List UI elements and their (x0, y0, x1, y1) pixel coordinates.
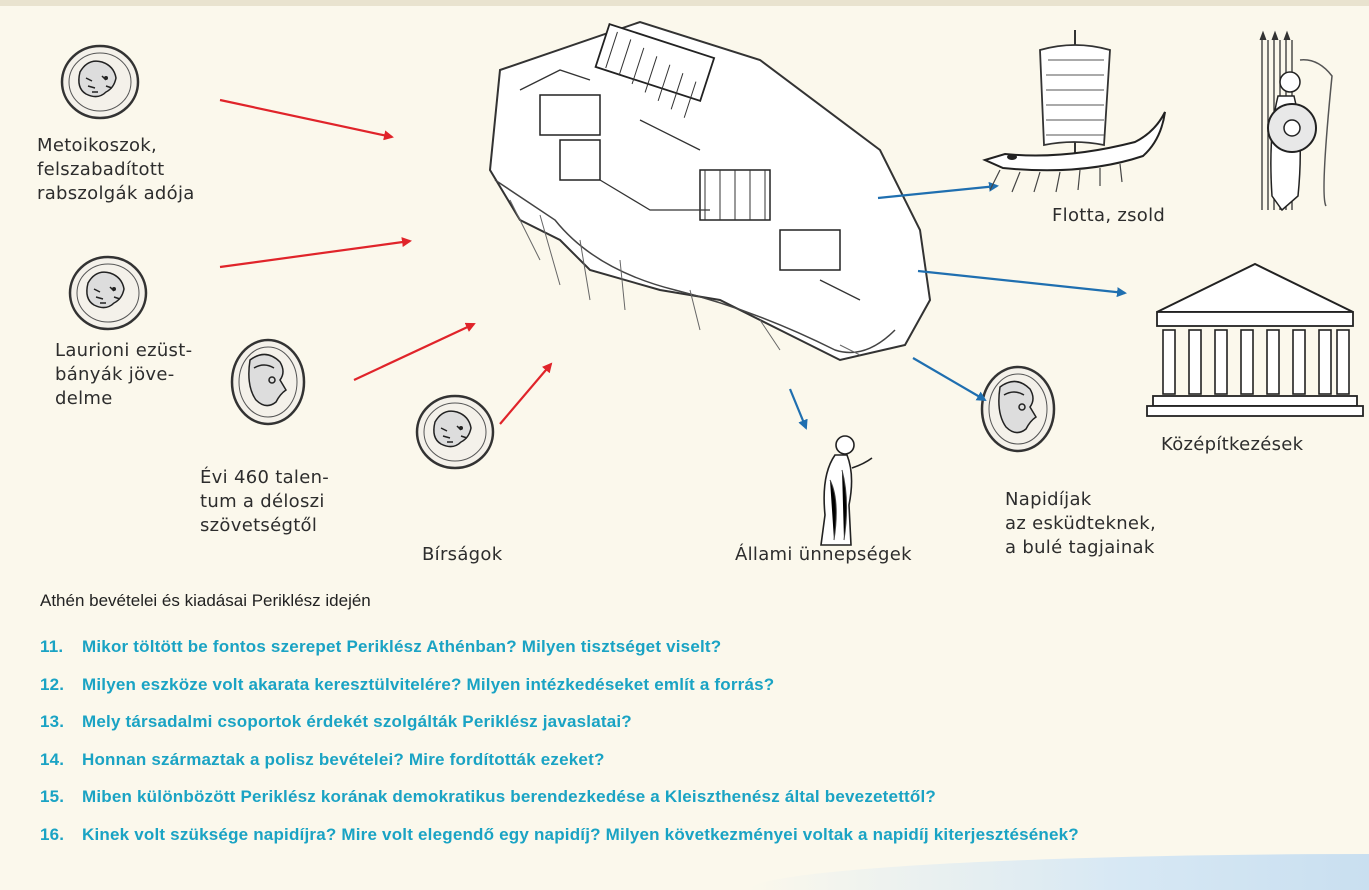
acropolis-illustration (488, 20, 932, 362)
label-line: rabszolgák adója (37, 183, 195, 204)
label-line: Laurioni ezüst- (55, 340, 193, 361)
label-line: delme (55, 388, 113, 409)
question-text: Honnan származtak a polisz bevételei? Mi… (82, 749, 605, 769)
question-text: Mikor töltött be fontos szerepet Periklé… (82, 637, 722, 656)
question-list: 11. Mikor töltött be fontos szerepet Peri… (40, 637, 1079, 863)
question-text: Miben különbözött Periklész korának demo… (82, 787, 937, 807)
coin-lion-icon (68, 255, 148, 331)
temple-illustration (1146, 262, 1364, 417)
question-item: 16. Kinek volt szüksége napidíjra? Mire v… (40, 825, 1079, 863)
trireme-ship-illustration (982, 30, 1166, 193)
question-item: 12. Milyen eszköze volt akarata keresztül… (40, 675, 1079, 713)
label-line: a bulé tagjainak (1005, 537, 1155, 558)
label-delosz: Évi 460 talen- tum a déloszi szövetségtő… (200, 466, 329, 538)
expense-arrows (788, 181, 1127, 430)
label-line: bányák jöve- (55, 364, 175, 385)
question-item: 15. Miben különbözött Periklész korának d… (40, 787, 1079, 825)
label-napidijak: Napidíjak az esküdteknek, a bulé tagjain… (1005, 488, 1156, 560)
question-number: 13. (40, 712, 65, 732)
question-text: Mely társadalmi csoportok érdekét szolgá… (82, 712, 632, 732)
label-flotta: Flotta, zsold (1052, 205, 1166, 226)
question-number: 12. (40, 674, 65, 694)
question-number: 15. (40, 787, 65, 807)
coin-athena-icon (980, 365, 1056, 453)
question-number: 14. (40, 749, 65, 769)
question-text: Kinek volt szüksége napidíjra? Mire volt… (82, 824, 1079, 844)
label-line: Évi 460 talen- (200, 467, 330, 488)
hoplite-soldier-illustration (1259, 30, 1333, 212)
label-line: Metoikoszok, (37, 135, 158, 156)
question-number: 11. (40, 637, 64, 656)
label-unnepsegek: Állami ünnepségek (735, 544, 912, 565)
label-line: Napidíjak (1005, 489, 1092, 510)
label-line: tum a déloszi (200, 491, 325, 512)
question-item: 14. Honnan származtak a polisz bevételei?… (40, 750, 1079, 788)
question-number: 16. (40, 824, 65, 844)
coin-lion-icon (415, 394, 495, 470)
illustration (60, 20, 1364, 546)
label-birsagok: Bírságok (422, 544, 503, 565)
figure-caption: Athén bevételei és kiadásai Periklész id… (40, 591, 371, 610)
label-metoikoszok: Metoikoszok, felszabadított rabszolgák a… (37, 134, 195, 206)
question-item: 11. Mikor töltött be fontos szerepet Peri… (40, 637, 1079, 675)
coin-athena-icon (230, 338, 306, 426)
robed-figure-illustration (820, 435, 873, 546)
coin-lion-icon (60, 44, 140, 120)
income-arrows (219, 98, 553, 425)
label-line: felszabadított (37, 159, 165, 180)
question-item: 13. Mely társadalmi csoportok érdekét szo… (40, 712, 1079, 750)
label-line: szövetségtől (200, 515, 318, 536)
question-text: Milyen eszköze volt akarata keresztülvit… (82, 674, 775, 694)
label-line: az esküdteknek, (1005, 513, 1157, 534)
label-laurion: Laurioni ezüst- bányák jöve- delme (55, 339, 192, 411)
label-kozepitkezesek: Középítkezések (1161, 434, 1304, 455)
